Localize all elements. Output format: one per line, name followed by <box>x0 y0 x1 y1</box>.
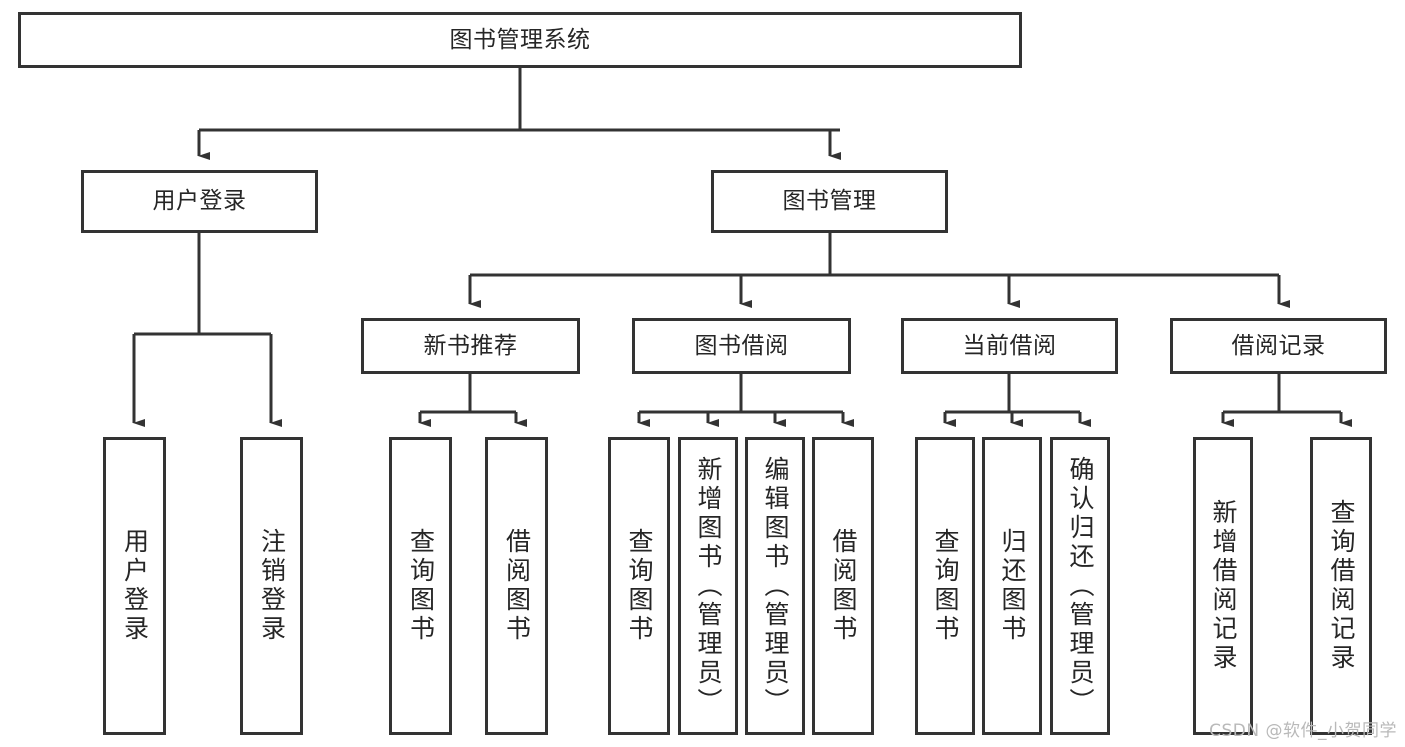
node-root[interactable]: 图书管理系统 <box>18 12 1022 68</box>
node-book-borrow[interactable]: 图书借阅 <box>632 318 851 374</box>
node-book-management[interactable]: 图书管理 <box>711 170 948 233</box>
watermark: CSDN @软件_小贺同学 <box>1209 721 1397 741</box>
leaf-query-book[interactable]: 查询图书 <box>608 437 670 735</box>
node-root-label: 图书管理系统 <box>449 26 591 53</box>
node-book-management-label: 图书管理 <box>782 188 877 215</box>
leaf-logout[interactable]: 注销登录 <box>240 437 303 735</box>
node-new-book-recommend-label: 新书推荐 <box>423 332 518 359</box>
leaf-borrow-book-label: 借阅图书 <box>829 528 858 644</box>
leaf-query-borrow-record[interactable]: 查询借阅记录 <box>1310 437 1372 735</box>
node-user-login[interactable]: 用户登录 <box>81 170 318 233</box>
leaf-query-book-current[interactable]: 查询图书 <box>915 437 975 735</box>
leaf-confirm-return-admin[interactable]: 确认归还（管理员） <box>1050 437 1110 735</box>
leaf-return-book[interactable]: 归还图书 <box>982 437 1042 735</box>
leaf-edit-book-admin-label: 编辑图书（管理员） <box>761 455 790 717</box>
leaf-add-book-admin-label: 新增图书（管理员） <box>694 455 723 717</box>
leaf-query-book-recommend-label: 查询图书 <box>406 528 436 644</box>
node-current-borrow-label: 当前借阅 <box>962 332 1057 359</box>
leaf-borrow-book-recommend[interactable]: 借阅图书 <box>485 437 548 735</box>
leaf-add-borrow-record[interactable]: 新增借阅记录 <box>1193 437 1253 735</box>
leaf-logout-label: 注销登录 <box>257 528 287 644</box>
node-book-borrow-label: 图书借阅 <box>694 332 789 359</box>
node-borrow-record-label: 借阅记录 <box>1231 332 1326 359</box>
leaf-query-book-label: 查询图书 <box>625 528 654 644</box>
leaf-add-borrow-record-label: 新增借阅记录 <box>1209 499 1238 673</box>
leaf-confirm-return-admin-label: 确认归还（管理员） <box>1066 455 1095 717</box>
node-borrow-record[interactable]: 借阅记录 <box>1170 318 1387 374</box>
leaf-borrow-book[interactable]: 借阅图书 <box>812 437 874 735</box>
leaf-user-login[interactable]: 用户登录 <box>103 437 166 735</box>
leaf-edit-book-admin[interactable]: 编辑图书（管理员） <box>745 437 805 735</box>
leaf-return-book-label: 归还图书 <box>998 528 1027 644</box>
leaf-borrow-book-recommend-label: 借阅图书 <box>502 528 532 644</box>
node-current-borrow[interactable]: 当前借阅 <box>901 318 1118 374</box>
leaf-query-book-recommend[interactable]: 查询图书 <box>389 437 452 735</box>
node-new-book-recommend[interactable]: 新书推荐 <box>361 318 580 374</box>
leaf-query-book-current-label: 查询图书 <box>931 528 960 644</box>
leaf-query-borrow-record-label: 查询借阅记录 <box>1327 499 1356 673</box>
node-user-login-label: 用户登录 <box>152 188 247 215</box>
leaf-user-login-label: 用户登录 <box>120 528 150 644</box>
leaf-add-book-admin[interactable]: 新增图书（管理员） <box>678 437 738 735</box>
